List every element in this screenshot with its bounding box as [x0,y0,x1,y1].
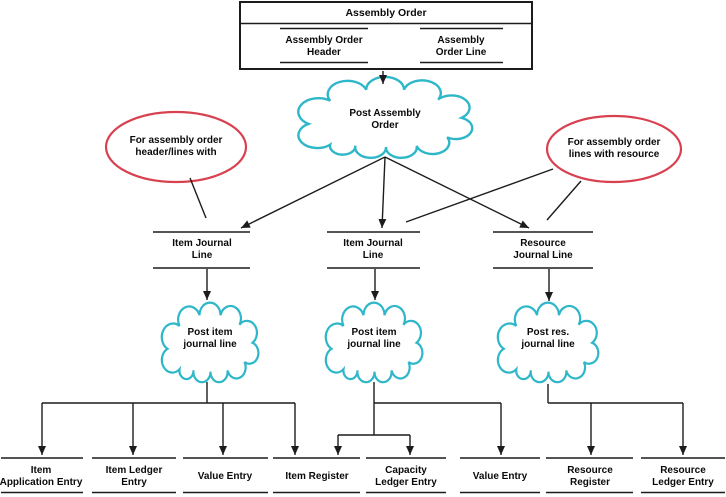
leader-left-callout [189,177,207,219]
post-item-journal-label-1: Post item journal line [183,327,237,350]
callout-ellipse-left [104,110,248,184]
table-assembly-order-line: Assembly Order Line [435,35,487,58]
leader-right-callout-short [546,180,582,221]
arrow-to-item-journal-1 [240,156,386,229]
post-assembly-order-label: Post Assembly Order [349,108,421,131]
assembly-order-box-rules [240,22,532,64]
table-item-register: Item Register [285,471,349,482]
table-item-ledger-entry: Item Ledger Entry [105,465,163,488]
table-resource-ledger-entry: Resource Ledger Entry [652,465,714,488]
assembly-order-title: Assembly Order [345,7,427,19]
table-resource-register: Resource Register [567,465,613,488]
callout-left-label: For assembly order header/lines with [129,135,223,158]
arrow-to-resource-journal [384,156,530,229]
ledger-table-rules [1,457,725,494]
table-value-entry-1: Value Entry [197,471,253,482]
table-item-journal-line-2: Item Journal Line [343,238,403,261]
table-assembly-order-header: Assembly Order Header [285,35,363,58]
post-item-journal-label-2: Post item journal line [347,327,401,350]
leader-right-callout-long [405,168,554,223]
post-resource-journal-label: Post res. journal line [521,327,575,350]
table-value-entry-2: Value Entry [472,471,528,482]
callout-right-label: For assembly order lines with resource [567,137,661,160]
table-resource-journal-line: Resource Journal Line [513,238,573,261]
callout-ellipse-right [545,114,683,184]
connector-lines [38,71,687,455]
arrow-to-item-journal-2 [378,156,387,229]
journal-table-rules [153,231,593,269]
assembly-order-box [239,1,533,70]
table-capacity-ledger-entry: Capacity Ledger Entry [375,465,437,488]
table-item-journal-line-1: Item Journal Line [172,238,232,261]
table-item-application-entry: Item Application Entry [0,465,83,488]
